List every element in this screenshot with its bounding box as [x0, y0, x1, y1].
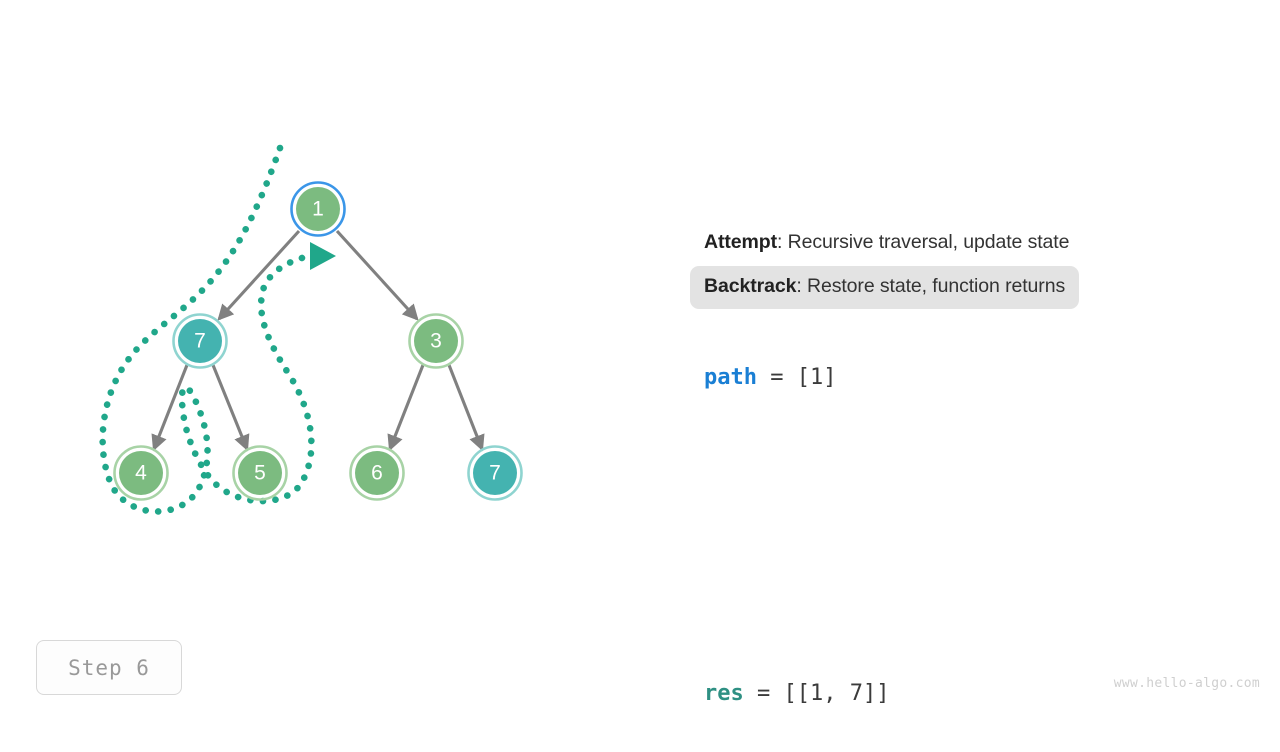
tree-diagram: 1 7 3 4 5 6 7 — [99, 144, 523, 515]
step-badge-label: Step 6 — [68, 655, 150, 680]
node-7-left-label: 7 — [194, 330, 206, 353]
code-line-path: path = [1] — [690, 364, 1210, 391]
node-3-label: 3 — [430, 330, 442, 353]
node-3-circle — [414, 319, 458, 363]
node-1-label: 1 — [312, 198, 324, 221]
edge-7-4 — [151, 364, 189, 452]
attempt-keyword: Attempt — [704, 231, 777, 253]
tree-node-4[interactable]: 4 — [113, 445, 169, 501]
code-line-blank-1 — [690, 457, 1210, 481]
traversal-path — [99, 144, 336, 515]
node-6-circle — [355, 451, 399, 495]
watermark-text: www.hello-algo.com — [1113, 676, 1260, 691]
tree-node-7-right[interactable]: 7 — [467, 445, 523, 501]
node-1-circle — [296, 187, 340, 231]
attempt-text: : Recursive traversal, update state — [776, 231, 1070, 253]
node-4-label: 4 — [135, 462, 147, 485]
tree-nodes: 1 7 3 4 5 6 7 — [113, 181, 523, 501]
step-badge: Step 6 — [36, 640, 182, 695]
tree-node-7-left[interactable]: 7 — [172, 313, 228, 369]
tree-node-3[interactable]: 3 — [408, 313, 464, 369]
node-5-label: 5 — [254, 462, 266, 485]
traversal-arrowhead-icon — [310, 242, 336, 270]
code-var-res: res — [704, 680, 744, 706]
edge-1-7 — [217, 229, 301, 321]
node-7-right-label: 7 — [489, 462, 501, 485]
tree-node-5[interactable]: 5 — [232, 445, 288, 501]
attempt-description: Attempt: Recursive traversal, update sta… — [690, 222, 1083, 264]
node-7-left-circle — [178, 319, 222, 363]
code-value-path: = [1] — [756, 364, 837, 390]
code-line-blank-3 — [690, 593, 1210, 617]
backtrack-text: : Restore state, function returns — [796, 275, 1066, 298]
node-7-right-ring — [467, 445, 523, 501]
code-value-res: = [[1, 7]] — [743, 680, 890, 706]
backtrack-description: Backtrack: Restore state, function retur… — [690, 266, 1080, 309]
edge-7-5 — [211, 364, 250, 452]
code-line-res: res = [[1, 7]] — [690, 680, 1210, 707]
code-line-blank-2 — [690, 525, 1210, 549]
edge-1-3 — [335, 229, 419, 321]
tree-node-1[interactable]: 1 — [290, 181, 346, 237]
watermark: www.hello-algo.com — [1114, 676, 1260, 691]
tree-node-6[interactable]: 6 — [349, 445, 405, 501]
edge-3-7 — [447, 364, 485, 452]
info-panel: Attempt: Recursive traversal, update sta… — [690, 222, 1210, 751]
node-7-right-circle — [473, 451, 517, 495]
edge-3-6 — [387, 364, 425, 452]
node-6-ring — [349, 445, 405, 501]
node-3-ring — [408, 313, 464, 369]
node-5-ring — [232, 445, 288, 501]
node-4-ring — [113, 445, 169, 501]
backtrack-dotted-path — [99, 144, 315, 515]
node-1-ring — [290, 181, 346, 237]
tree-edges — [151, 229, 485, 452]
node-5-circle — [238, 451, 282, 495]
node-6-label: 6 — [371, 462, 383, 485]
node-7-left-ring — [172, 313, 228, 369]
backtrack-keyword: Backtrack — [704, 275, 797, 298]
code-var-path: path — [704, 364, 757, 390]
node-4-circle — [119, 451, 163, 495]
state-code-block: path = [1] res = [[1, 7]] — [690, 323, 1210, 751]
